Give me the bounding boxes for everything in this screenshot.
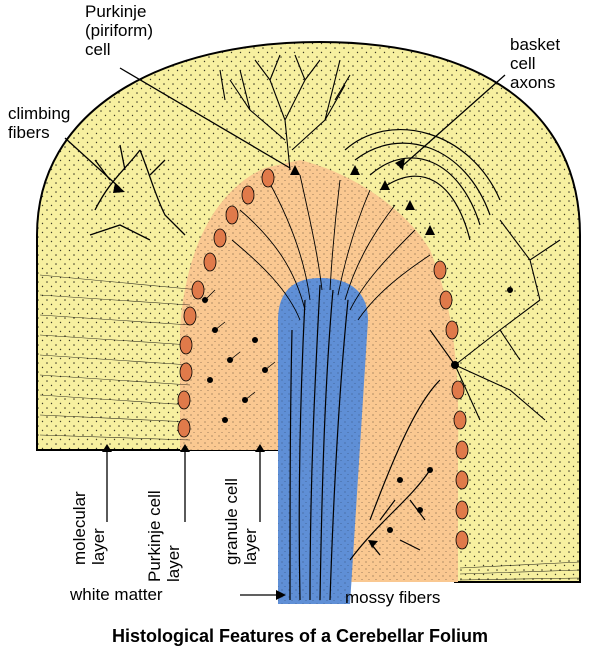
label-granule-cell-layer: granule cell layer: [222, 478, 260, 565]
label-white-matter: white matter: [70, 585, 163, 604]
label-climbing-fibers: climbing fibers: [8, 104, 71, 142]
label-molecular-layer: molecular layer: [70, 491, 108, 565]
label-purkinje-cell: Purkinje (piriform) cell: [85, 2, 153, 59]
purkinje-cell-layer-somata: [177, 168, 469, 550]
label-basket-cell-axons: basket cell axons: [510, 35, 561, 92]
label-mossy-fibers: mossy fibers: [345, 588, 441, 607]
figure-caption: Histological Features of a Cerebellar Fo…: [111, 626, 489, 646]
label-purkinje-cell-layer: Purkinje cell layer: [145, 490, 183, 582]
leader-lines: [64, 67, 506, 596]
leader-arrowheads: [102, 158, 405, 600]
